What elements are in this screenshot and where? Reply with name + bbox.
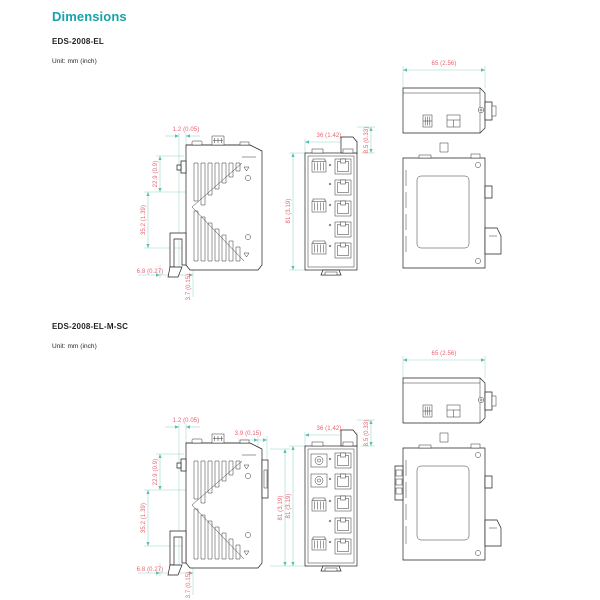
terminal-block (311, 198, 327, 213)
top-view (402, 87, 497, 134)
terminal-block (311, 497, 327, 512)
dim-label: 65 (2.56) (432, 61, 457, 67)
rj45-port (334, 517, 352, 534)
sc-fiber-connector (310, 453, 328, 468)
rj45-port (334, 452, 352, 469)
model-title: EDS-2008-EL (52, 37, 104, 46)
dim-label: 65 (2.56) (432, 351, 457, 357)
rj45-port (334, 221, 352, 238)
dim-label: 36 (1.42) (317, 426, 342, 432)
dim-label: 35.2 (1.39) (141, 503, 147, 533)
unit-note: Unit: mm (inch) (52, 58, 97, 65)
dim-label: 35.2 (1.39) (141, 205, 147, 235)
rear-view (402, 142, 502, 269)
terminal-block (446, 404, 461, 418)
dip-switch (422, 404, 433, 418)
rj45-port (334, 200, 352, 217)
page-title: Dimensions (52, 9, 127, 24)
dim-label: 3.7 (0.15) (186, 274, 192, 301)
dim-label: 6.8 (0.27) (137, 567, 164, 573)
dim-label: 1.2 (0.05) (173, 127, 200, 133)
dim-label: 22.9 (0.9) (153, 161, 159, 188)
rear-view (394, 432, 502, 561)
side-view-drawing: 1.2 (0.05) 22.9 (0.9) 35.2 (1.39) (130, 115, 275, 300)
sc-fiber-connector (310, 473, 328, 488)
dim-label: 1.2 (0.05) (173, 418, 200, 424)
dim-label: 8.5 (0.33) (364, 420, 370, 447)
rj45-port (334, 179, 352, 196)
top-view (402, 377, 497, 424)
dim-label: 81 (3.19) (278, 496, 284, 521)
terminal-block (311, 536, 327, 551)
dimension-section-eds-2008-el-m-sc: EDS-2008-EL-M-SC Unit: mm (inch) 1.2 (0.… (0, 310, 600, 600)
rj45-port (334, 158, 352, 175)
dim-label: 81 (3.19) (286, 494, 292, 519)
dim-label: 3.9 (0.15) (235, 431, 262, 437)
rj45-port (334, 538, 352, 555)
front-view-drawing: 36 (1.42) 8.5 (0.33) 81 (3.19) (283, 408, 383, 588)
dim-label: 8.5 (0.33) (364, 127, 370, 154)
rj45-port (334, 495, 352, 512)
unit-note: Unit: mm (inch) (52, 343, 97, 350)
terminal-block (311, 240, 327, 255)
dip-switch (422, 114, 433, 128)
model-title: EDS-2008-EL-M-SC (52, 322, 129, 331)
dim-label: 22.9 (0.9) (153, 459, 159, 486)
dimension-section-eds-2008-el: EDS-2008-EL Unit: mm (inch) 1.2 (0.05) 2… (52, 37, 510, 300)
rj45-port (334, 242, 352, 259)
top-and-rear-view-drawing: 65 (2.56) (385, 348, 510, 588)
rj45-port (334, 473, 352, 490)
terminal-block (446, 114, 461, 128)
front-view-drawing: 36 (1.42) 8.5 (0.33) 81 (3.19) (283, 115, 383, 290)
dim-label: 36 (1.42) (317, 133, 342, 139)
dim-label: 3.7 (0.15) (186, 572, 192, 599)
dim-label: 81 (3.19) (286, 199, 292, 224)
terminal-block (311, 158, 327, 173)
top-and-rear-view-drawing: 65 (2.56) (385, 58, 510, 288)
side-view-drawing: 1.2 (0.05) 3.9 (0.15) 22.9 (0.9) (130, 408, 305, 598)
dim-label: 6.8 (0.27) (137, 269, 164, 275)
